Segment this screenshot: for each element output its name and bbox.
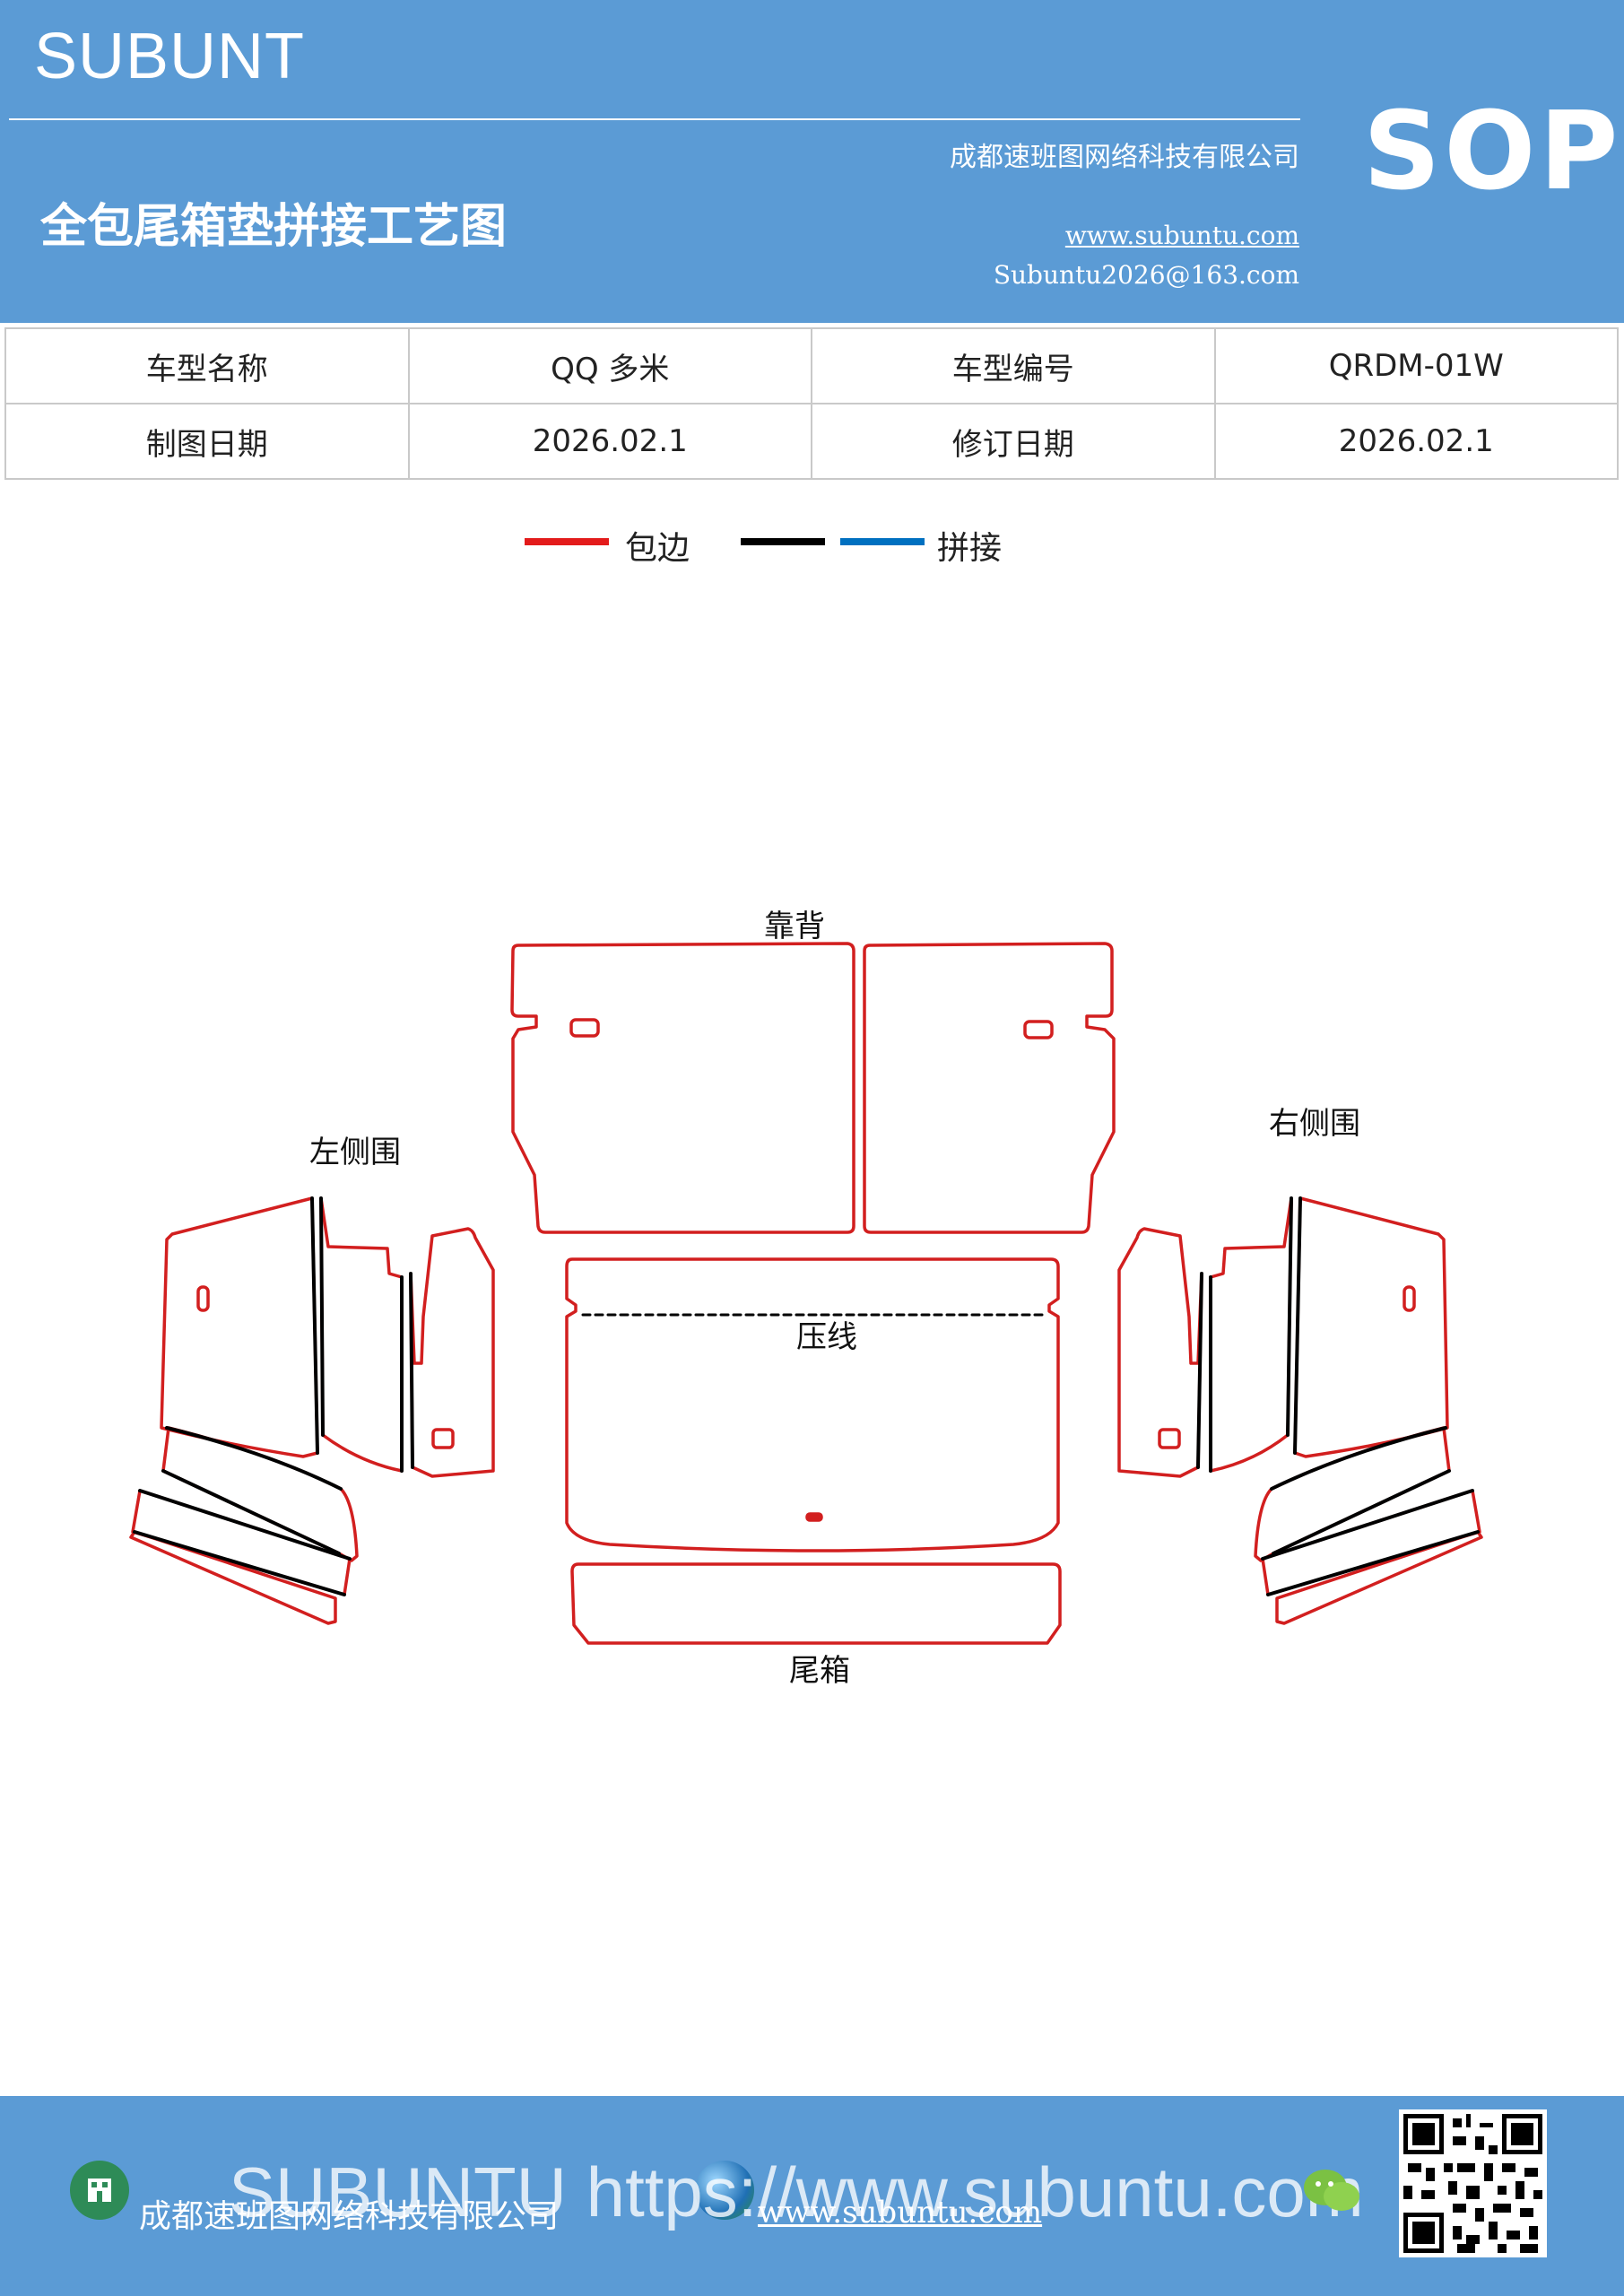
footer-company-name: 成都速班图网络科技有限公司: [139, 2198, 560, 2235]
left-side-slot: [196, 1285, 210, 1312]
globe-icon: [695, 2161, 754, 2220]
right-splice-8: [1261, 1489, 1474, 1561]
splice-legend-swatch-black: [741, 538, 825, 545]
left-side-label: 左侧围: [309, 1135, 401, 1170]
company-name: 成都速班图网络科技有限公司: [950, 142, 1299, 173]
model-code-value: QRDM-01W: [1213, 327, 1619, 404]
backrest-label: 靠背: [764, 909, 825, 944]
email-address[interactable]: Subuntu2026@163.com: [993, 260, 1299, 290]
table-row: 车型名称 QQ 多米 车型编号 QRDM-01W: [4, 327, 1619, 404]
wechat-icon: [1300, 2161, 1363, 2220]
trunk-panel: [570, 1562, 1062, 1645]
backrest-right-slot: [1023, 1020, 1054, 1039]
left-splice-7: [133, 1530, 346, 1596]
right-side-label: 右侧围: [1269, 1106, 1360, 1142]
building-icon: [70, 2161, 129, 2220]
right-splice-2: [1286, 1196, 1293, 1437]
draw-date-label: 制图日期: [4, 403, 410, 480]
right-pillar-slot: [1158, 1428, 1181, 1449]
legend: 包边 拼接: [0, 520, 1624, 574]
right-side-main-panel: [1293, 1196, 1449, 1458]
table-row: 制图日期 2026.02.1 修订日期 2026.02.1: [4, 403, 1619, 480]
right-side-mid-panel: [1209, 1196, 1293, 1473]
edge-legend-label: 包边: [625, 530, 690, 567]
document-title: 全包尾箱垫拼接工艺图: [40, 199, 508, 254]
right-splice-5: [1272, 1469, 1451, 1555]
left-splice-6: [165, 1426, 343, 1491]
crease-label: 压线: [796, 1319, 857, 1355]
left-pillar-slot: [431, 1428, 455, 1449]
right-splice-6: [1270, 1426, 1447, 1491]
sop-badge: SOP: [1363, 90, 1622, 214]
splice-legend-label: 拼接: [937, 530, 1003, 567]
revise-date-value: 2026.02.1: [1213, 403, 1619, 480]
qr-code-icon: [1399, 2109, 1547, 2257]
model-code-label: 车型编号: [811, 327, 1216, 404]
left-splice-8: [138, 1489, 352, 1561]
backrest-left-panel: [510, 942, 855, 1234]
left-splice-2: [319, 1196, 325, 1437]
floor-panel: [565, 1257, 1060, 1552]
header-banner: SUBUNT 全包尾箱垫拼接工艺图 成都速班图网络科技有限公司 www.subu…: [0, 0, 1624, 323]
info-table: 车型名称 QQ 多米 车型编号 QRDM-01W 制图日期 2026.02.1 …: [4, 327, 1619, 480]
trunk-label: 尾箱: [789, 1653, 850, 1689]
left-splice-4: [409, 1272, 414, 1469]
header-divider: [9, 118, 1300, 120]
footer-banner: 成都速班图网络科技有限公司 www.subuntu.com SUBUNTU ht…: [0, 2096, 1624, 2296]
model-name-label: 车型名称: [4, 327, 410, 404]
revise-date-label: 修订日期: [811, 403, 1216, 480]
left-lower-strip-3: [129, 1530, 337, 1625]
draw-date-value: 2026.02.1: [407, 403, 812, 480]
backrest-right-panel: [863, 942, 1116, 1234]
right-splice-1: [1293, 1196, 1302, 1455]
right-splice-7: [1266, 1530, 1480, 1596]
backrest-left-slot: [569, 1018, 600, 1038]
footer-watermark: SUBUNTU https://www.subuntu.com: [229, 2152, 1364, 2231]
edge-legend-swatch: [525, 538, 609, 545]
floor-slot: [805, 1512, 823, 1522]
right-side-slot: [1403, 1285, 1416, 1312]
left-side-main-panel: [160, 1196, 319, 1458]
mat-layout-diagram: 靠背 左侧围 右侧围 压线 尾箱: [129, 909, 1483, 1689]
right-side-pillar-panel: [1117, 1227, 1203, 1478]
brand-name: SUBUNT: [34, 21, 306, 92]
splice-legend-swatch-blue: [840, 538, 925, 545]
website-link[interactable]: www.subuntu.com: [1064, 221, 1299, 250]
left-splice-1: [310, 1196, 319, 1455]
right-lower-strip-3: [1275, 1530, 1483, 1625]
left-splice-5: [161, 1469, 341, 1555]
left-side-mid-panel: [319, 1196, 404, 1473]
footer-website-link[interactable]: www.subuntu.com: [758, 2195, 1043, 2231]
left-side-pillar-panel: [409, 1227, 495, 1478]
model-name-value: QQ 多米: [407, 327, 812, 404]
right-splice-4: [1196, 1272, 1203, 1469]
